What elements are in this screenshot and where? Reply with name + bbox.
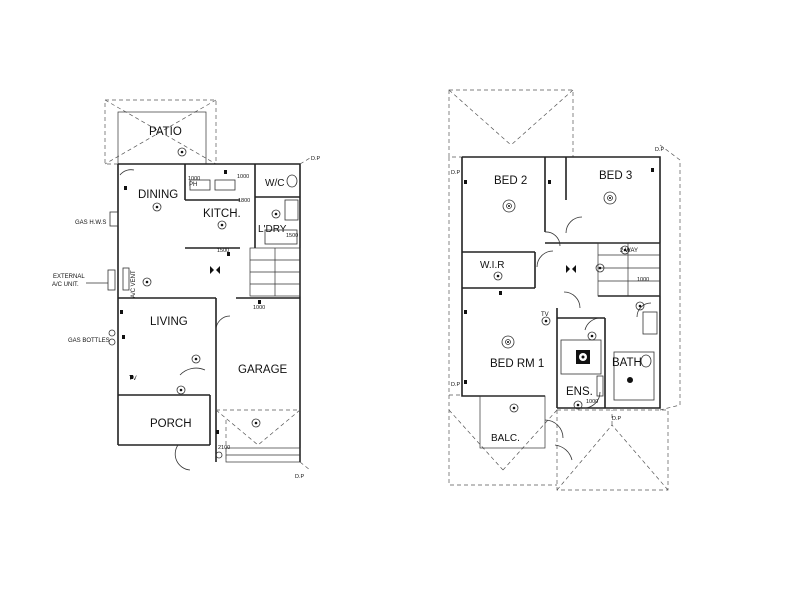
room-label-laundry: L'DRY (258, 224, 287, 235)
room-label-living: LIVING (150, 316, 188, 328)
note-external-ac-line2: A/C UNIT. (52, 282, 79, 288)
light-icon (620, 245, 630, 255)
light-icon (501, 335, 515, 349)
first-floor-plan: BED 2 BED 3 W.I.R BED RM 1 BATH ENS. BAL… (448, 89, 681, 491)
light-icon (251, 418, 261, 428)
extractor-fan-icon (576, 350, 590, 364)
first-floor-roof-outline (448, 89, 681, 491)
light-icon (177, 147, 187, 157)
note-downpipe: D.P (451, 170, 461, 176)
room-label-bath: BATH (612, 357, 642, 369)
note-downpipe: D.P (311, 156, 321, 162)
light-icon (152, 202, 162, 212)
light-icon (573, 400, 583, 410)
light-icon (541, 316, 551, 326)
dimension-label: 1000 (188, 176, 200, 182)
room-label-wc: W/C (265, 178, 284, 189)
note-downpipe: D.P (295, 474, 305, 480)
smoke-detector-icon (210, 266, 220, 274)
room-label-patio: PATIO (149, 126, 182, 138)
smoke-detector-icon (566, 265, 576, 273)
light-icon (587, 331, 597, 341)
ground-floor-walls (117, 157, 311, 471)
room-label-balcony: BALC. (491, 433, 520, 444)
light-icon (271, 209, 281, 219)
dimension-label: 1500 (217, 248, 229, 254)
light-icon (509, 403, 519, 413)
room-label-porch: PORCH (150, 418, 192, 430)
room-label-ensuite: ENS. (566, 386, 593, 398)
note-ac-vent: A/C VENT (131, 270, 137, 298)
dimension-label: 1800 (238, 198, 250, 204)
note-downpipe: D.P (655, 147, 665, 153)
light-icon (502, 199, 516, 213)
light-icon (595, 263, 605, 273)
room-label-dining: DINING (138, 189, 178, 201)
room-label-garage: GARAGE (238, 364, 288, 376)
note-downpipe: D.P (451, 382, 461, 388)
note-two-way-switch: 2 WAY (620, 248, 638, 254)
dimension-label: 1000 (253, 305, 265, 311)
dimension-label: 1000 (637, 277, 649, 283)
ground-floor-plan: PATIO DINING KITCH. W/C L'DRY PH LIVING … (52, 99, 321, 480)
room-label-kitchen: KITCH. (203, 208, 241, 220)
ground-floor-fixtures (108, 169, 299, 471)
light-icon (493, 271, 503, 281)
room-label-bed-rm-1: BED RM 1 (490, 358, 544, 370)
light-icon (635, 301, 645, 311)
room-label-bed-3: BED 3 (599, 170, 632, 182)
room-label-wir: W.I.R (480, 260, 504, 271)
note-tv: TV (129, 376, 137, 382)
first-floor-lights (464, 168, 654, 413)
light-icon (142, 277, 152, 287)
first-floor-fixtures (536, 216, 658, 409)
dimension-label: 2100 (218, 445, 230, 451)
dimension-label: 1500 (286, 233, 298, 239)
ground-floor-lights (120, 147, 281, 434)
power-point-icon (120, 170, 261, 434)
note-gas-hws: GAS H.W.S (75, 220, 106, 226)
dimension-label: 1000 (237, 174, 249, 180)
dimension-label: 1000 (586, 399, 598, 405)
light-icon (176, 385, 186, 395)
light-icon (217, 220, 227, 230)
note-gas-bottles: GAS BOTTLES (68, 338, 110, 344)
note-external-ac-line1: EXTERNAL (53, 274, 85, 280)
light-icon (603, 191, 617, 205)
power-point-icon (464, 168, 654, 384)
note-tv: TV (541, 312, 549, 318)
balcony-outline (479, 395, 573, 461)
room-label-bed-2: BED 2 (494, 175, 527, 187)
light-icon (191, 354, 201, 364)
note-downpipe: D.P (612, 416, 622, 422)
room-label-pantry: PH (189, 182, 197, 188)
